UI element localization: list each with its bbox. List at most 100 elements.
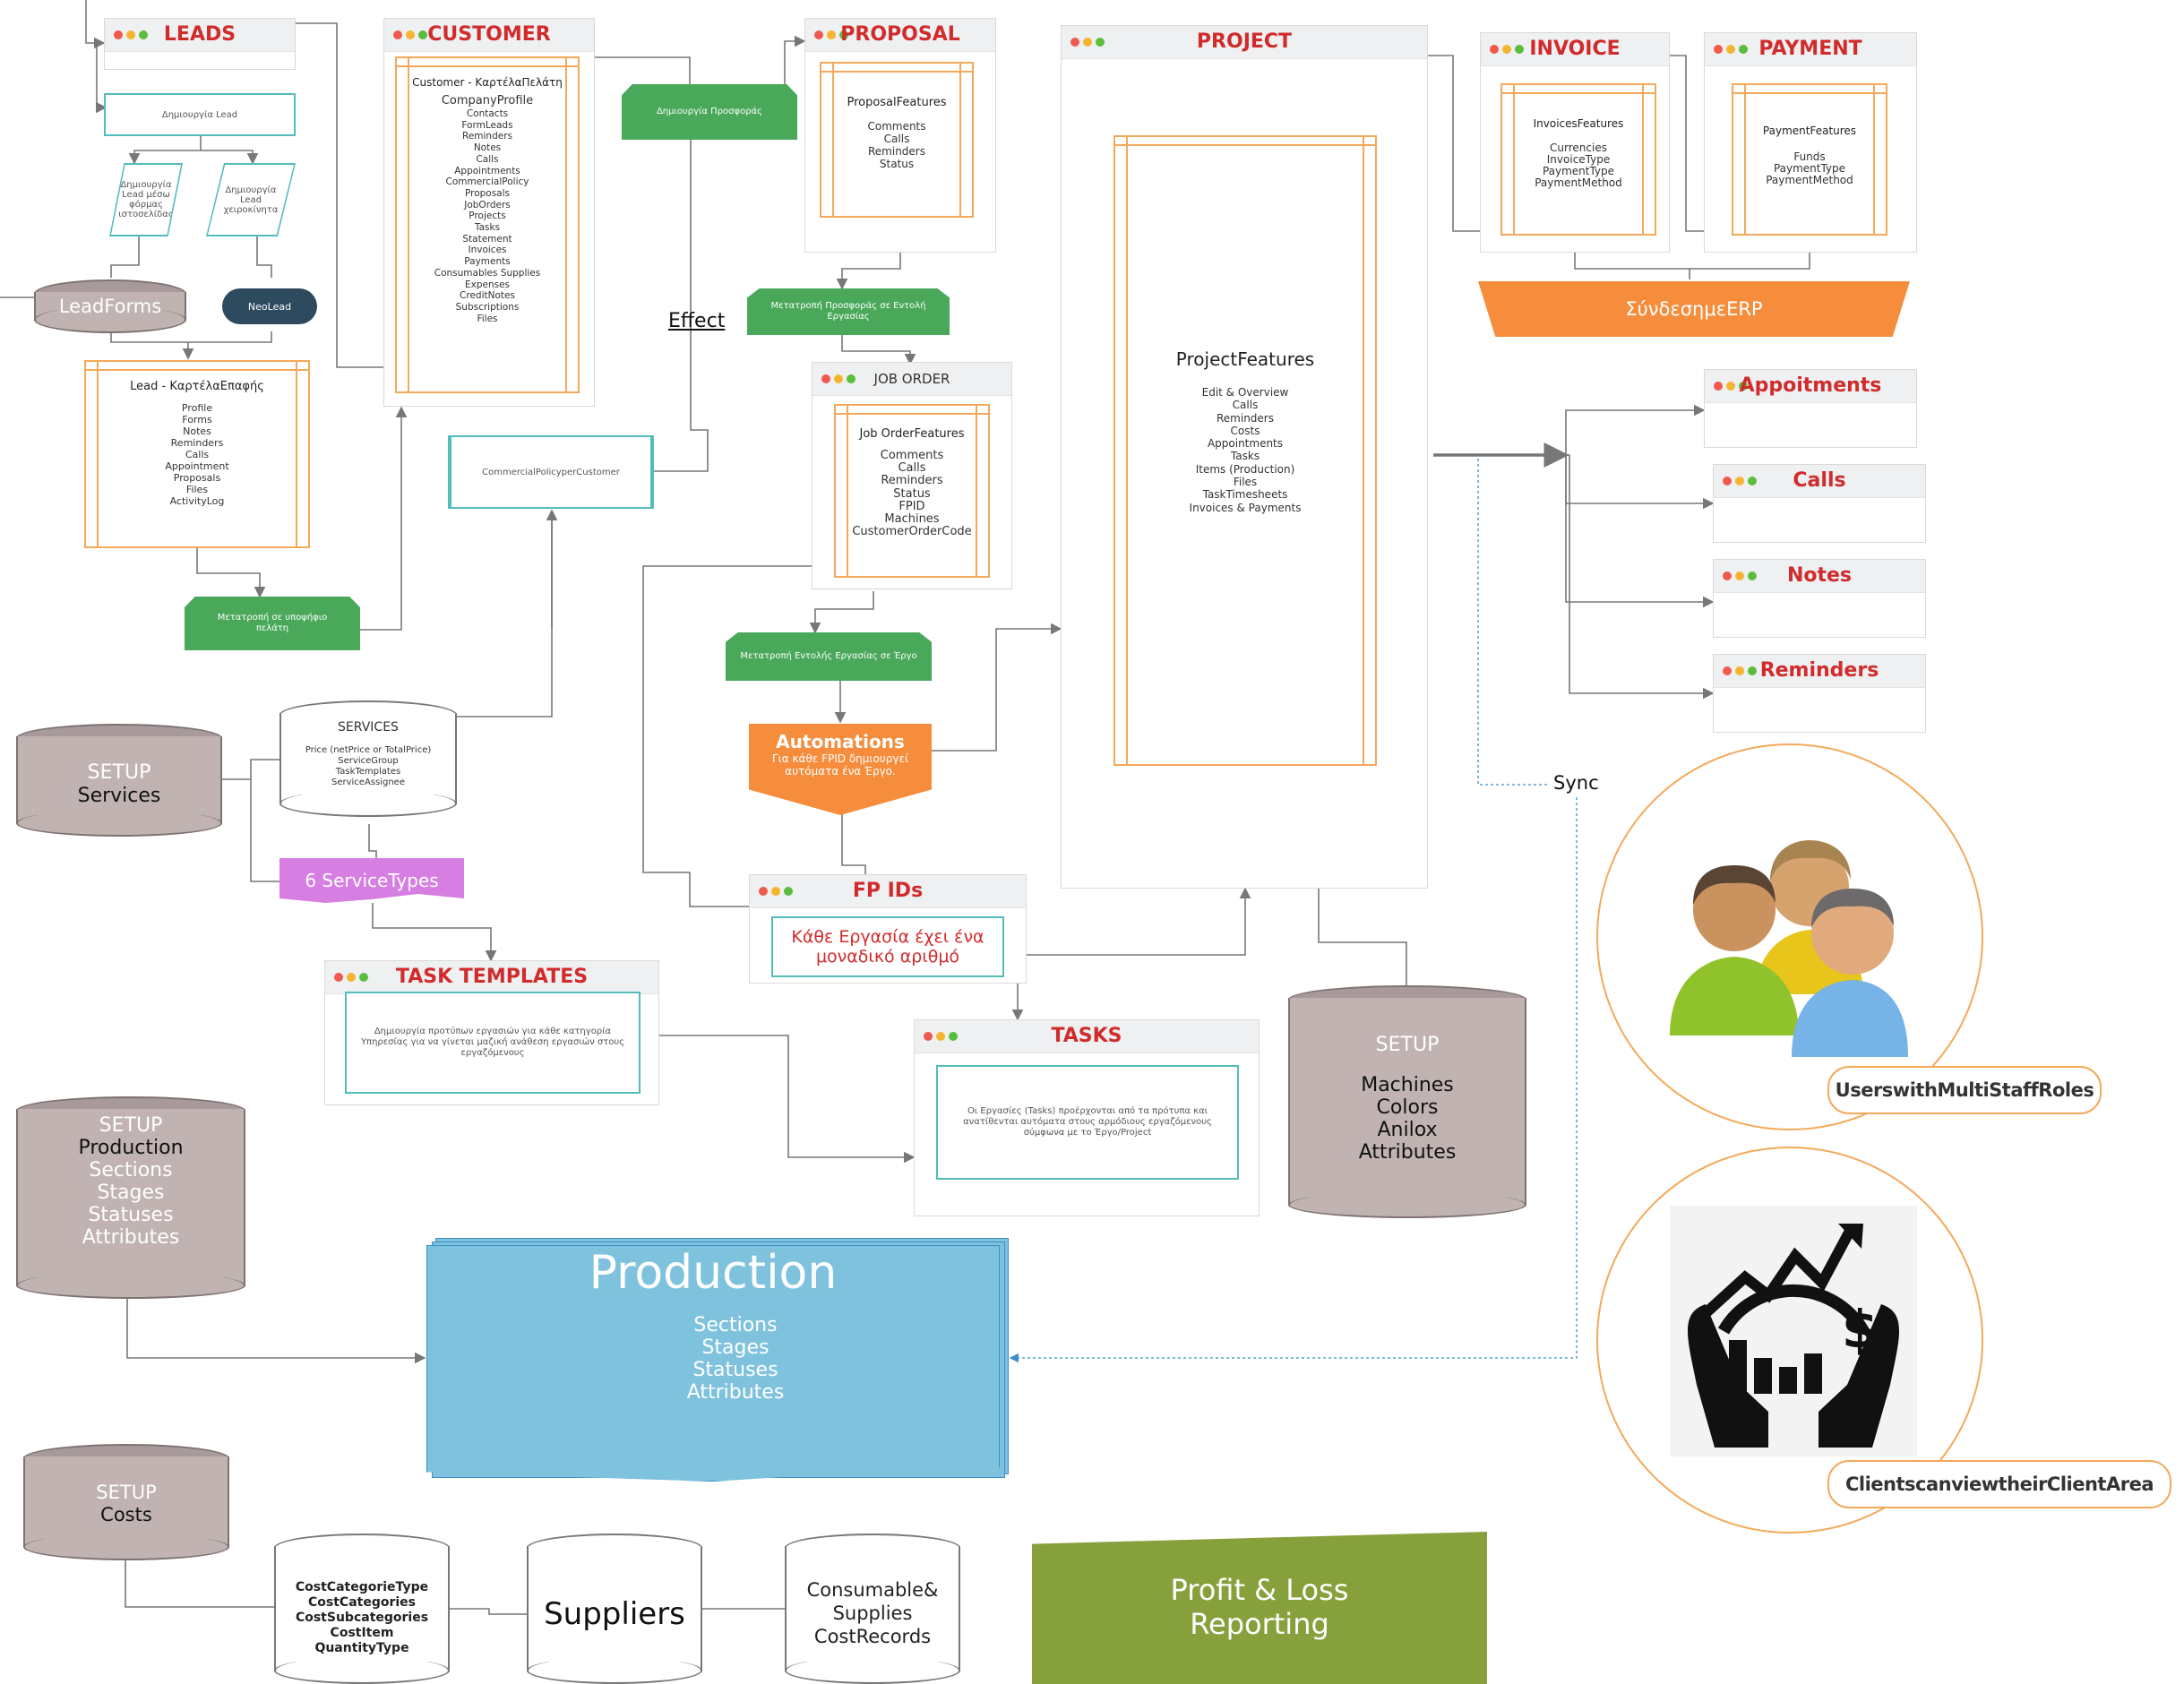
customer-title: CUSTOMER [427, 23, 551, 46]
customer-item: CompanyProfile [441, 94, 534, 107]
services-item: ServiceAssignee [331, 778, 405, 787]
job-order-window[interactable]: JOB ORDER Job OrderFeatures Comments Cal… [812, 362, 1012, 589]
erp-connection-shape[interactable]: ΣύνδεσημεERP [1478, 281, 1910, 337]
cost-categories-cylinder[interactable]: CostCategorieType CostCategories CostSub… [274, 1534, 450, 1684]
notes-window[interactable]: Notes [1713, 559, 1926, 638]
convert-proposal-box[interactable]: Μετατροπή Προσφοράς σε Εντολή Εργασίας [747, 288, 950, 335]
automations-title: Automations [776, 731, 905, 752]
job-order-card: Job OrderFeatures Comments Calls Reminde… [834, 404, 990, 578]
customer-item: Invoices [468, 245, 507, 256]
window-title-bar: PAYMENT [1705, 33, 1916, 66]
cost-category-item: QuantityType [314, 1641, 409, 1655]
project-window[interactable]: PROJECT ProjectFeatures Edit & Overview … [1061, 25, 1428, 889]
new-lead-pill[interactable]: NeoLead [222, 288, 317, 324]
reminders-title: Reminders [1759, 659, 1879, 682]
proposal-card-title: ProposalFeatures [847, 96, 947, 109]
payment-window[interactable]: PAYMENT PaymentFeatures Funds PaymentTyp… [1704, 32, 1917, 253]
lead-card-title: Lead - ΚαρτέλαΕπαφής [130, 380, 264, 393]
job-order-item: Machines [884, 512, 940, 527]
invoice-card-items: Currencies InvoiceType PaymentType Payme… [1502, 142, 1655, 189]
production-item: Stages [701, 1336, 770, 1359]
project-card: ProjectFeatures Edit & Overview Calls Re… [1113, 135, 1377, 766]
window-title-bar: JOB ORDER [813, 363, 1011, 396]
proposal-item: Status [879, 158, 915, 170]
cost-category-item: CostCategorieType [295, 1580, 429, 1594]
window-controls-icon [334, 973, 368, 982]
sync-label: Sync [1553, 772, 1599, 794]
payment-card-items: Funds PaymentType PaymentMethod [1733, 151, 1886, 186]
suppliers-cylinder[interactable]: Suppliers [527, 1534, 702, 1684]
consumables-cylinder[interactable]: Consumable& Supplies CostRecords [785, 1534, 960, 1684]
setup-label: SETUP [99, 1114, 163, 1137]
lead-card-item: Proposals [173, 472, 221, 484]
lead-forms-cylinder[interactable]: LeadForms [34, 279, 186, 333]
convert-lead-box[interactable]: Μετατροπή σε υποψήφιο πελάτη [185, 597, 360, 650]
payment-item: PaymentType [1773, 162, 1846, 175]
service-types-label: 6 ServiceTypes [305, 870, 439, 891]
job-order-card-title: Job OrderFeatures [859, 427, 965, 441]
window-title-bar: PROJECT [1062, 26, 1427, 59]
erp-label: ΣύνδεσημεERP [1625, 298, 1763, 320]
setup-costs-cylinder[interactable]: SETUP Costs [23, 1444, 229, 1560]
create-lead-box[interactable]: Δημιουργία Lead [104, 93, 296, 136]
job-order-item: CustomerOrderCode [852, 525, 972, 539]
window-controls-icon [1714, 45, 1748, 54]
proposal-window[interactable]: PROPOSAL ProposalFeatures Comments Calls… [804, 18, 996, 253]
service-types-shape[interactable]: 6 ServiceTypes [279, 858, 464, 903]
customer-card-title: Customer - ΚαρτέλαΠελάτη [412, 76, 563, 89]
calls-window[interactable]: Calls [1713, 464, 1926, 543]
machines-item: Attributes [1358, 1141, 1457, 1164]
commercial-policy-box[interactable]: CommercialPolicyperCustomer [448, 435, 654, 509]
lead-manual-shape[interactable]: Δημιουργία Lead χειροκίνητα [206, 163, 296, 236]
reminders-window[interactable]: Reminders [1713, 654, 1926, 733]
services-items: Price (netPrice or TotalPrice) ServiceGr… [279, 745, 457, 788]
lead-card-item: Reminders [170, 437, 224, 449]
project-title: PROJECT [1196, 30, 1293, 53]
leads-window[interactable]: LEADS [104, 18, 296, 70]
financial-growth-icon: $ [1670, 1206, 1917, 1456]
project-item: Files [1233, 476, 1258, 489]
suppliers-label: Suppliers [544, 1596, 685, 1632]
automations-shape[interactable]: Automations Για κάθε FPID δημιουργεί αυτ… [749, 724, 932, 815]
new-lead-label: NeoLead [247, 300, 292, 313]
services-item: TaskTemplates [335, 767, 401, 777]
lead-card-window[interactable]: Lead - ΚαρτέλαΕπαφής Profile Forms Notes… [84, 360, 310, 548]
lead-card-item: Forms [182, 414, 212, 425]
window-title-bar: FP IDs [750, 875, 1026, 908]
task-templates-window[interactable]: TASK TEMPLATES Δημιουργία προτύπων εργασ… [324, 960, 659, 1105]
setup-services-cylinder[interactable]: SETUP Services [16, 724, 222, 837]
invoice-window[interactable]: INVOICE InvoicesFeatures Currencies Invo… [1480, 32, 1670, 253]
fp-ids-window[interactable]: FP IDs Κάθε Εργασία έχει ένα μοναδικό αρ… [749, 874, 1027, 984]
setup-machines-cylinder[interactable]: SETUP Machines Colors Anilox Attributes [1288, 985, 1526, 1218]
customer-card: Customer - ΚαρτέλαΠελάτη CompanyProfile … [395, 56, 580, 393]
create-proposal-box[interactable]: Δημιουργία Προσφοράς [622, 84, 797, 140]
services-label: Services [77, 785, 161, 807]
customer-item: FormLeads [461, 119, 513, 131]
project-item: Edit & Overview [1201, 386, 1289, 399]
services-cylinder[interactable]: SERVICES Price (netPrice or TotalPrice) … [279, 700, 457, 817]
project-item: Tasks [1230, 450, 1260, 463]
task-templates-box: Δημιουργία προτύπων εργασιών για κάθε κα… [345, 992, 641, 1094]
services-item: ServiceGroup [338, 756, 399, 766]
cost-category-item: CostSubcategories [295, 1611, 429, 1625]
customer-item: Consumables Supplies [434, 267, 541, 279]
production-item: Attributes [686, 1381, 785, 1404]
window-title-bar: Reminders [1714, 655, 1925, 688]
payment-item: Funds [1793, 150, 1826, 163]
customer-item: Calls [476, 153, 499, 165]
production-doc[interactable]: Production Sections Stages Statuses Attr… [426, 1245, 1000, 1482]
profit-loss-shape[interactable]: Profit & Loss Reporting [1032, 1532, 1487, 1684]
fp-ids-title: FP IDs [852, 880, 924, 902]
lead-web-form-shape[interactable]: Δημιουργία Lead μέσω φόρμας ιστοσελίδας [109, 163, 183, 236]
payment-card: PaymentFeatures Funds PaymentType Paymen… [1732, 83, 1887, 236]
window-title-bar: TASKS [915, 1020, 1259, 1053]
setup-production-cylinder[interactable]: SETUP Production Sections Stages Statuse… [16, 1096, 245, 1299]
lead-web-form-label: Δημιουργία Lead μέσω φόρμας ιστοσελίδας [111, 165, 181, 235]
convert-job-order-box[interactable]: Μετατροπή Εντολής Εργασίας σε Έργο [726, 632, 932, 681]
leads-title: LEADS [163, 23, 236, 46]
customer-item: Notes [473, 142, 502, 154]
tasks-window[interactable]: TASKS Οι Εργασίες (Tasks) προέρχονται απ… [914, 1019, 1260, 1216]
project-item: Appointments [1207, 437, 1284, 451]
customer-window[interactable]: CUSTOMER Customer - ΚαρτέλαΠελάτη Compan… [383, 18, 595, 407]
appointments-window[interactable]: Appoitments [1704, 369, 1917, 448]
